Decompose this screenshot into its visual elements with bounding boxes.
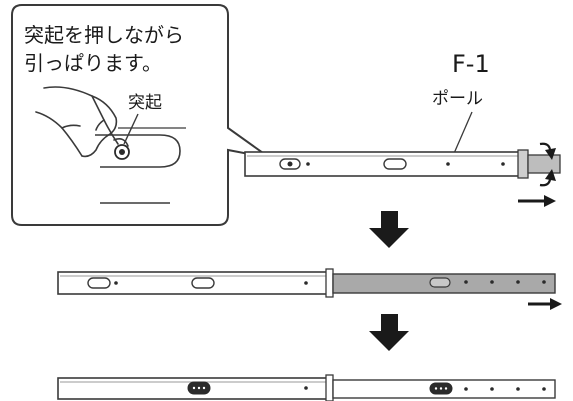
callout-instruction-line1: 突起を押しながら [24, 23, 184, 47]
hand-illustration [35, 86, 129, 158]
step2-collar [325, 268, 334, 298]
protrusion-knob-center [119, 149, 125, 155]
step1-handle [527, 154, 561, 174]
step2-pole [57, 268, 556, 298]
pole-slot-closeup [95, 134, 181, 168]
callout-balloon [11, 4, 271, 226]
step1-end-cap [517, 149, 529, 179]
part-leader-line [451, 111, 473, 159]
step1-hole-2 [446, 162, 450, 166]
step2-slot-middle [191, 277, 215, 289]
pull-arrow-icon-2 [528, 298, 562, 310]
callout-instruction-line2: 引っぱります。 [24, 51, 162, 75]
step2-inner-slot [429, 277, 451, 288]
step3-pole [57, 374, 556, 401]
step1-hole-1 [306, 162, 310, 166]
protrusion-label: 突起 [128, 93, 162, 113]
instruction-callout: 突起を押しながら 引っぱります。 突起 [11, 4, 271, 226]
pull-arrow-icon-1 [518, 195, 556, 207]
part-code-label: F-1 [452, 50, 490, 78]
part-name-label: ポール [432, 89, 483, 109]
step-down-arrow-icon-2 [369, 314, 409, 351]
step1-hole-3 [501, 162, 505, 166]
step-down-arrow-icon-1 [369, 211, 409, 248]
step2-slot-left [87, 277, 111, 289]
step1-knob [287, 161, 293, 167]
step3-collar [325, 374, 334, 401]
step1-slot-middle [383, 158, 407, 170]
step1-pole [244, 142, 561, 187]
protrusion-leader-line [123, 113, 139, 145]
